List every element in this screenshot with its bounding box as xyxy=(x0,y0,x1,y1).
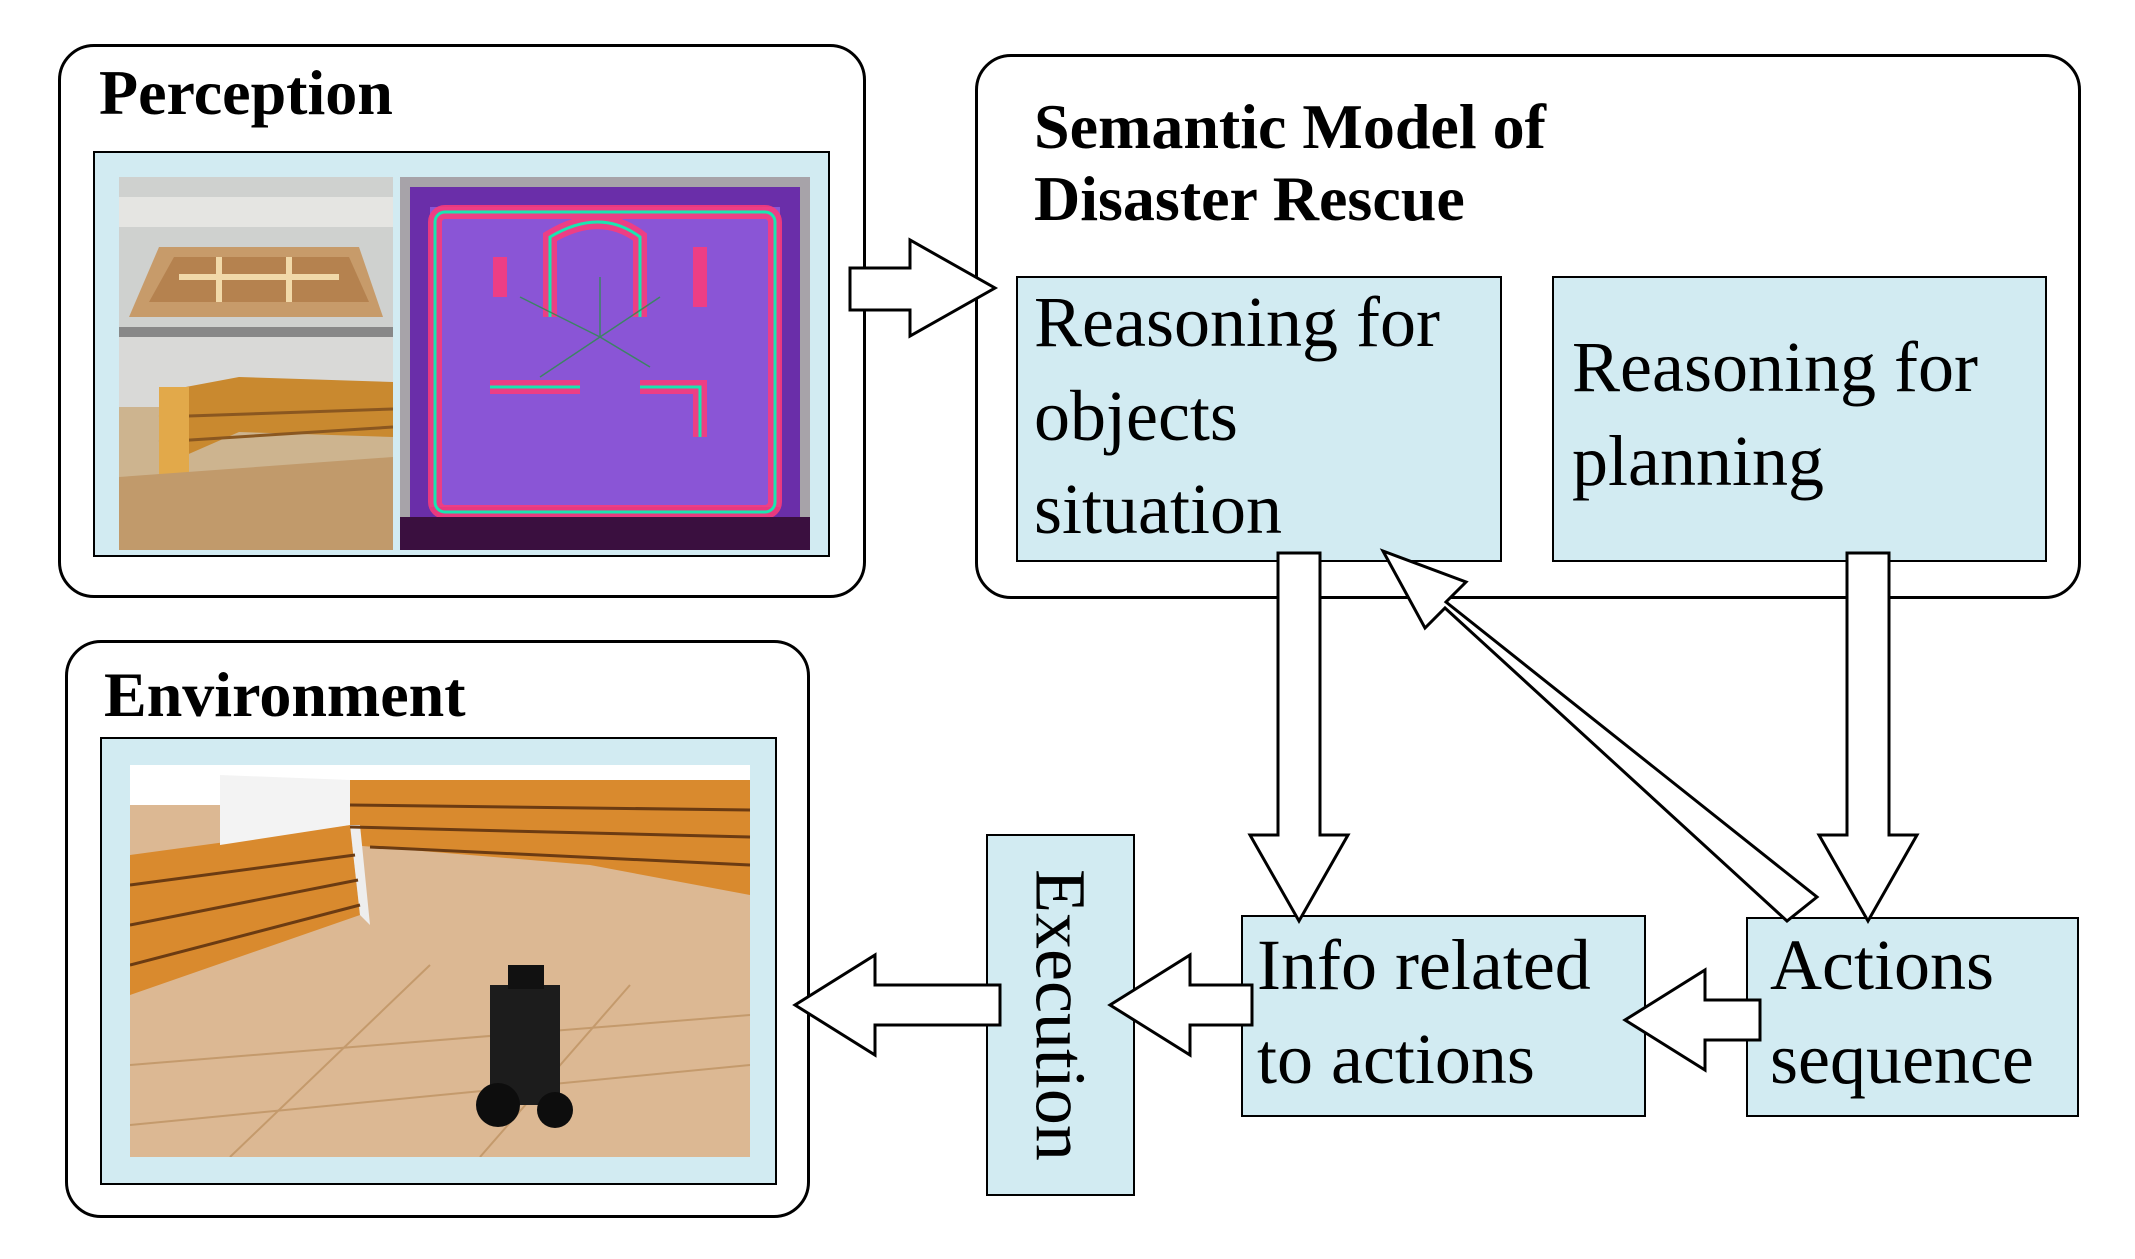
perception-panel: Perception xyxy=(58,44,866,598)
actions-sequence-box: Actions sequence xyxy=(1746,917,2079,1117)
reasoning-objects-box: Reasoning for objects situation xyxy=(1016,276,1502,562)
info-related-label: Info related to actions xyxy=(1257,925,1591,1099)
arrow-info-to-execution xyxy=(1107,952,1254,1058)
execution-box: Execution xyxy=(986,834,1135,1196)
maze-photo xyxy=(119,177,393,550)
robot-photo xyxy=(130,765,750,1157)
reasoning-planning-box: Reasoning for planning xyxy=(1552,276,2047,562)
maze-photo-illustration xyxy=(119,177,393,550)
occupancy-map-illustration xyxy=(400,187,810,550)
occupancy-map xyxy=(400,177,810,550)
execution-label: Execution xyxy=(1020,869,1101,1161)
info-related-box: Info related to actions xyxy=(1241,915,1646,1117)
semantic-model-title: Semantic Model of Disaster Rescue xyxy=(1034,91,1546,234)
reasoning-objects-label: Reasoning for objects situation xyxy=(1034,282,1440,550)
arrow-actions-to-info xyxy=(1622,967,1762,1073)
robot-photo-illustration xyxy=(130,765,750,1157)
arrow-perception-to-model xyxy=(848,237,999,339)
environment-image-frame xyxy=(100,737,777,1185)
actions-sequence-label: Actions sequence xyxy=(1770,925,2034,1099)
environment-panel: Environment xyxy=(65,640,810,1218)
environment-title: Environment xyxy=(104,659,466,730)
reasoning-planning-label: Reasoning for planning xyxy=(1572,327,1978,501)
arrow-planning-to-actions xyxy=(1816,551,1920,925)
arrow-actions-to-objects xyxy=(1379,548,1820,923)
perception-title: Perception xyxy=(99,57,393,128)
arrow-execution-to-environment xyxy=(792,952,1002,1058)
perception-image-frame xyxy=(93,151,830,557)
arrow-objects-to-info xyxy=(1247,551,1351,925)
